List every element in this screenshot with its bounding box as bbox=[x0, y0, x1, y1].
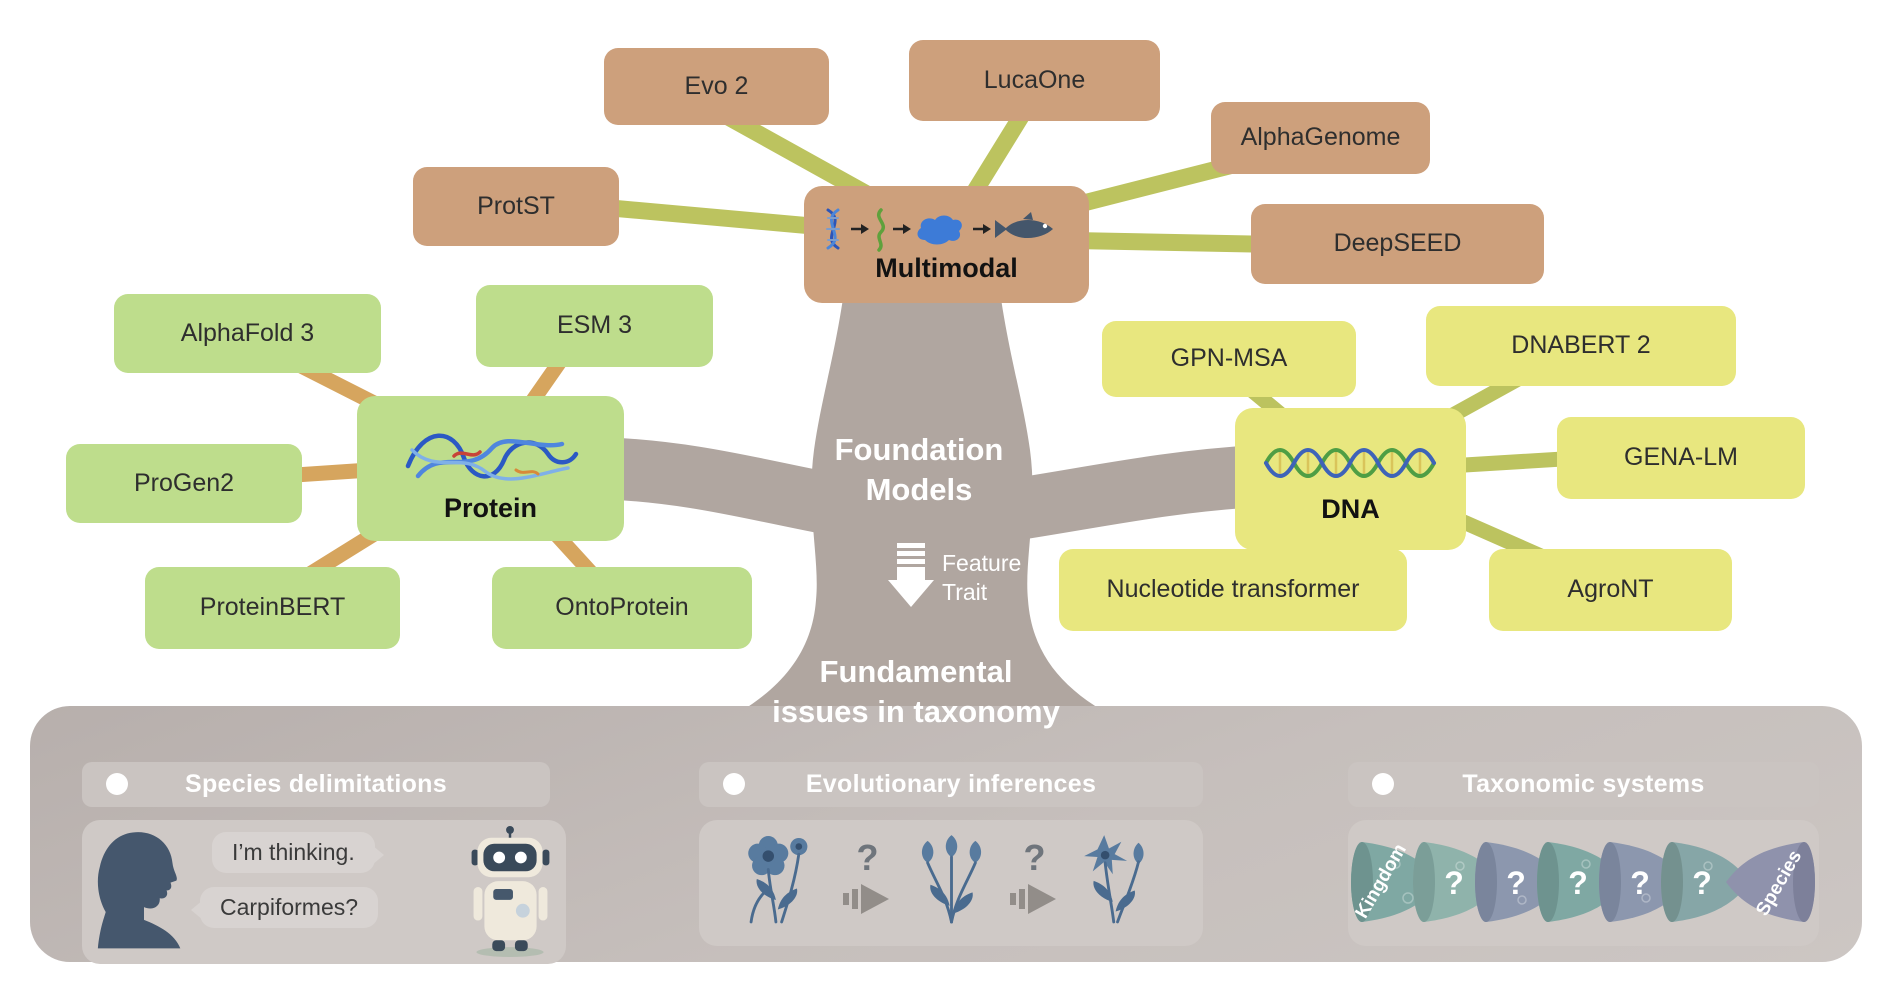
fundamental-issues-panel: Species delimitations Evolutionary infer… bbox=[30, 706, 1862, 964]
model-box-alphafold3: AlphaFold 3 bbox=[114, 294, 381, 373]
multimodal-pipeline-icon bbox=[825, 207, 1053, 252]
bubble-text: I’m thinking. bbox=[232, 839, 355, 865]
species-delimitations-card: I’m thinking. Carpiformes? bbox=[82, 820, 566, 964]
person-silhouette-icon bbox=[97, 832, 181, 949]
model-box-genalm: GENA-LM bbox=[1557, 417, 1805, 499]
model-box-protst: ProtST bbox=[413, 167, 619, 246]
flower-stage-3-icon bbox=[1083, 835, 1144, 924]
taxonomic-systems-header: Taxonomic systems bbox=[1348, 762, 1819, 807]
bubble-text: Carpiformes? bbox=[220, 894, 359, 920]
model-label: GPN-MSA bbox=[1170, 344, 1288, 373]
taxonomy-funnel-chain-icon: Kingdom ? ? ? ? ? Species bbox=[1351, 840, 1815, 922]
model-label: Evo 2 bbox=[684, 71, 749, 100]
fish-icon bbox=[994, 211, 1053, 238]
question-mark: ? bbox=[1023, 837, 1046, 878]
model-box-esm3: ESM 3 bbox=[476, 285, 713, 367]
section-title: Evolutionary inferences bbox=[805, 770, 1097, 798]
speech-bubble-thinking: I’m thinking. bbox=[212, 832, 384, 873]
model-label: DeepSEED bbox=[1333, 229, 1462, 258]
model-box-gpnmsa: GPN-MSA bbox=[1102, 321, 1356, 397]
model-label: DNABERT 2 bbox=[1511, 331, 1651, 360]
model-label: ProtST bbox=[477, 191, 555, 220]
model-label: Nucleotide transformer bbox=[1106, 575, 1360, 604]
arrow-icon bbox=[892, 223, 911, 234]
robot-icon bbox=[471, 825, 550, 957]
model-label: ProteinBERT bbox=[199, 593, 346, 622]
fundamental-issues-title: Fundamental issues in taxonomy bbox=[772, 654, 1060, 729]
evolution-step: ? bbox=[842, 837, 893, 918]
multimodal-hub: Multimodal bbox=[804, 186, 1089, 303]
question-mark: ? bbox=[1444, 865, 1464, 901]
model-label: ProGen2 bbox=[133, 468, 235, 497]
right-arrow-icon bbox=[1009, 884, 1056, 914]
model-box-agront: AgroNT bbox=[1489, 549, 1732, 631]
dna-hub: DNA bbox=[1235, 408, 1466, 550]
bullet-icon bbox=[723, 773, 745, 795]
dna-mini-icon bbox=[825, 208, 840, 250]
model-box-proteinbert: ProteinBERT bbox=[145, 567, 400, 649]
model-label: GENA-LM bbox=[1624, 443, 1738, 472]
model-box-evo2: Evo 2 bbox=[604, 48, 829, 125]
evolutionary-inferences-card: ? bbox=[699, 820, 1203, 946]
model-label: AlphaFold 3 bbox=[180, 318, 315, 347]
model-box-dnabert2: DNABERT 2 bbox=[1426, 306, 1736, 386]
flower-stage-1-icon bbox=[747, 836, 807, 924]
trunk-shape bbox=[718, 258, 1128, 724]
trunk-arm-right bbox=[967, 445, 1289, 543]
species-delimitations-header: Species delimitations bbox=[82, 762, 550, 807]
bullet-icon bbox=[106, 773, 128, 795]
section-title: Taxonomic systems bbox=[1462, 770, 1705, 798]
model-box-deepseed: DeepSEED bbox=[1251, 204, 1544, 284]
model-label: ESM 3 bbox=[556, 311, 633, 340]
question-mark: ? bbox=[1692, 865, 1712, 901]
protein-blob-icon bbox=[917, 215, 962, 245]
protein-hub-label: Protein bbox=[443, 492, 537, 523]
model-box-nucleotide-transformer: Nucleotide transformer bbox=[1059, 549, 1407, 631]
model-box-progen2: ProGen2 bbox=[66, 444, 302, 523]
foundation-models-title: Foundation Models bbox=[834, 432, 1004, 507]
question-mark: ? bbox=[1568, 865, 1588, 901]
speech-bubble-carpiformes: Carpiformes? bbox=[190, 887, 379, 928]
trunk-arm-left bbox=[569, 437, 883, 539]
rna-icon bbox=[876, 207, 885, 252]
arrow-icon bbox=[850, 223, 869, 234]
model-box-ontoprotein: OntoProtein bbox=[492, 567, 752, 649]
model-label: OntoProtein bbox=[555, 593, 689, 622]
model-label: LucaOne bbox=[983, 65, 1086, 94]
question-mark: ? bbox=[1630, 865, 1650, 901]
dna-helix-icon bbox=[1263, 448, 1436, 479]
model-box-alphagenome: AlphaGenome bbox=[1211, 102, 1430, 174]
feature-trait-arrow-icon bbox=[888, 543, 934, 607]
protein-structure-icon bbox=[405, 433, 578, 481]
question-mark: ? bbox=[1506, 865, 1526, 901]
protein-hub: Protein bbox=[357, 396, 624, 541]
right-arrow-icon bbox=[842, 884, 889, 914]
flower-stage-2-icon bbox=[921, 835, 981, 924]
question-mark: ? bbox=[856, 837, 879, 878]
multimodal-hub-label: Multimodal bbox=[875, 252, 1018, 283]
model-box-lucaone: LucaOne bbox=[909, 40, 1160, 121]
section-title: Species delimitations bbox=[185, 770, 447, 798]
evolution-sequence: ? bbox=[699, 820, 1203, 930]
arrow-icon bbox=[972, 223, 991, 234]
feature-trait-label: Feature Trait bbox=[942, 550, 1022, 605]
model-label: AgroNT bbox=[1567, 575, 1654, 604]
bullet-icon bbox=[1372, 773, 1394, 795]
evolutionary-inferences-header: Evolutionary inferences bbox=[699, 762, 1203, 807]
model-label: AlphaGenome bbox=[1240, 123, 1401, 152]
evolution-step: ? bbox=[1009, 837, 1060, 918]
taxonomic-systems-card: Kingdom ? ? ? ? ? Species bbox=[1348, 820, 1819, 946]
dna-hub-label: DNA bbox=[1321, 494, 1380, 525]
